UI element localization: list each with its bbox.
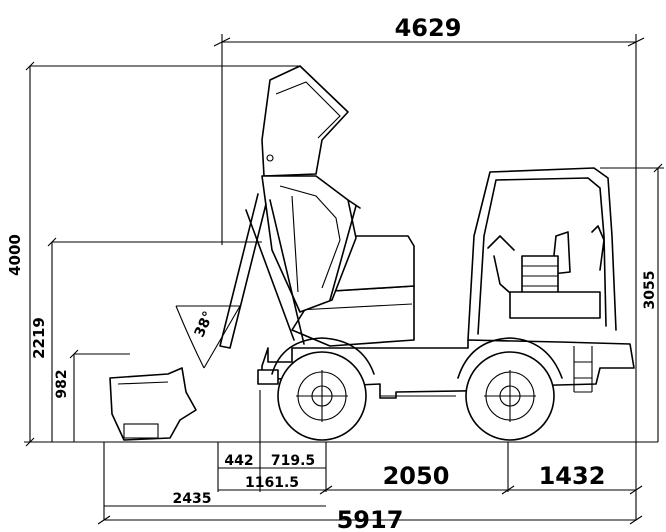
lowered-bucket [109, 367, 197, 441]
cab-body-lower [509, 291, 601, 319]
dim-1161-5: 1161.5 [245, 475, 299, 491]
front-fender [271, 337, 375, 375]
bucket-chute [261, 175, 357, 313]
dimension-lines [24, 34, 664, 525]
dim-719-5: 719.5 [271, 453, 315, 469]
cab-frame [467, 167, 617, 341]
dim-4629: 4629 [395, 14, 462, 42]
dim-2219: 2219 [30, 317, 48, 359]
rear-fender [457, 337, 563, 379]
rear-wheel [465, 351, 555, 441]
dim-angle: 38° [192, 309, 217, 340]
front-wheel [277, 351, 367, 441]
access-steps [573, 346, 593, 393]
dim-5917: 5917 [337, 506, 404, 532]
dim-982: 982 [54, 369, 70, 398]
dimension-labels: 4629 4000 2219 982 3055 38° 442 719.5 11… [6, 14, 658, 532]
lift-arm-front [219, 193, 267, 349]
dim-4000: 4000 [6, 234, 24, 276]
front-bumper [257, 369, 279, 385]
dim-442: 442 [224, 453, 253, 469]
steering-wheel [487, 235, 515, 251]
loading-bucket [261, 65, 349, 177]
dim-1432: 1432 [539, 462, 606, 490]
dim-3055: 3055 [642, 271, 658, 310]
mixer-machine [109, 65, 635, 441]
bucket-pivot [266, 154, 274, 162]
angle-arc [175, 305, 205, 369]
dim-2435: 2435 [173, 491, 212, 507]
dim-2050: 2050 [383, 462, 450, 490]
